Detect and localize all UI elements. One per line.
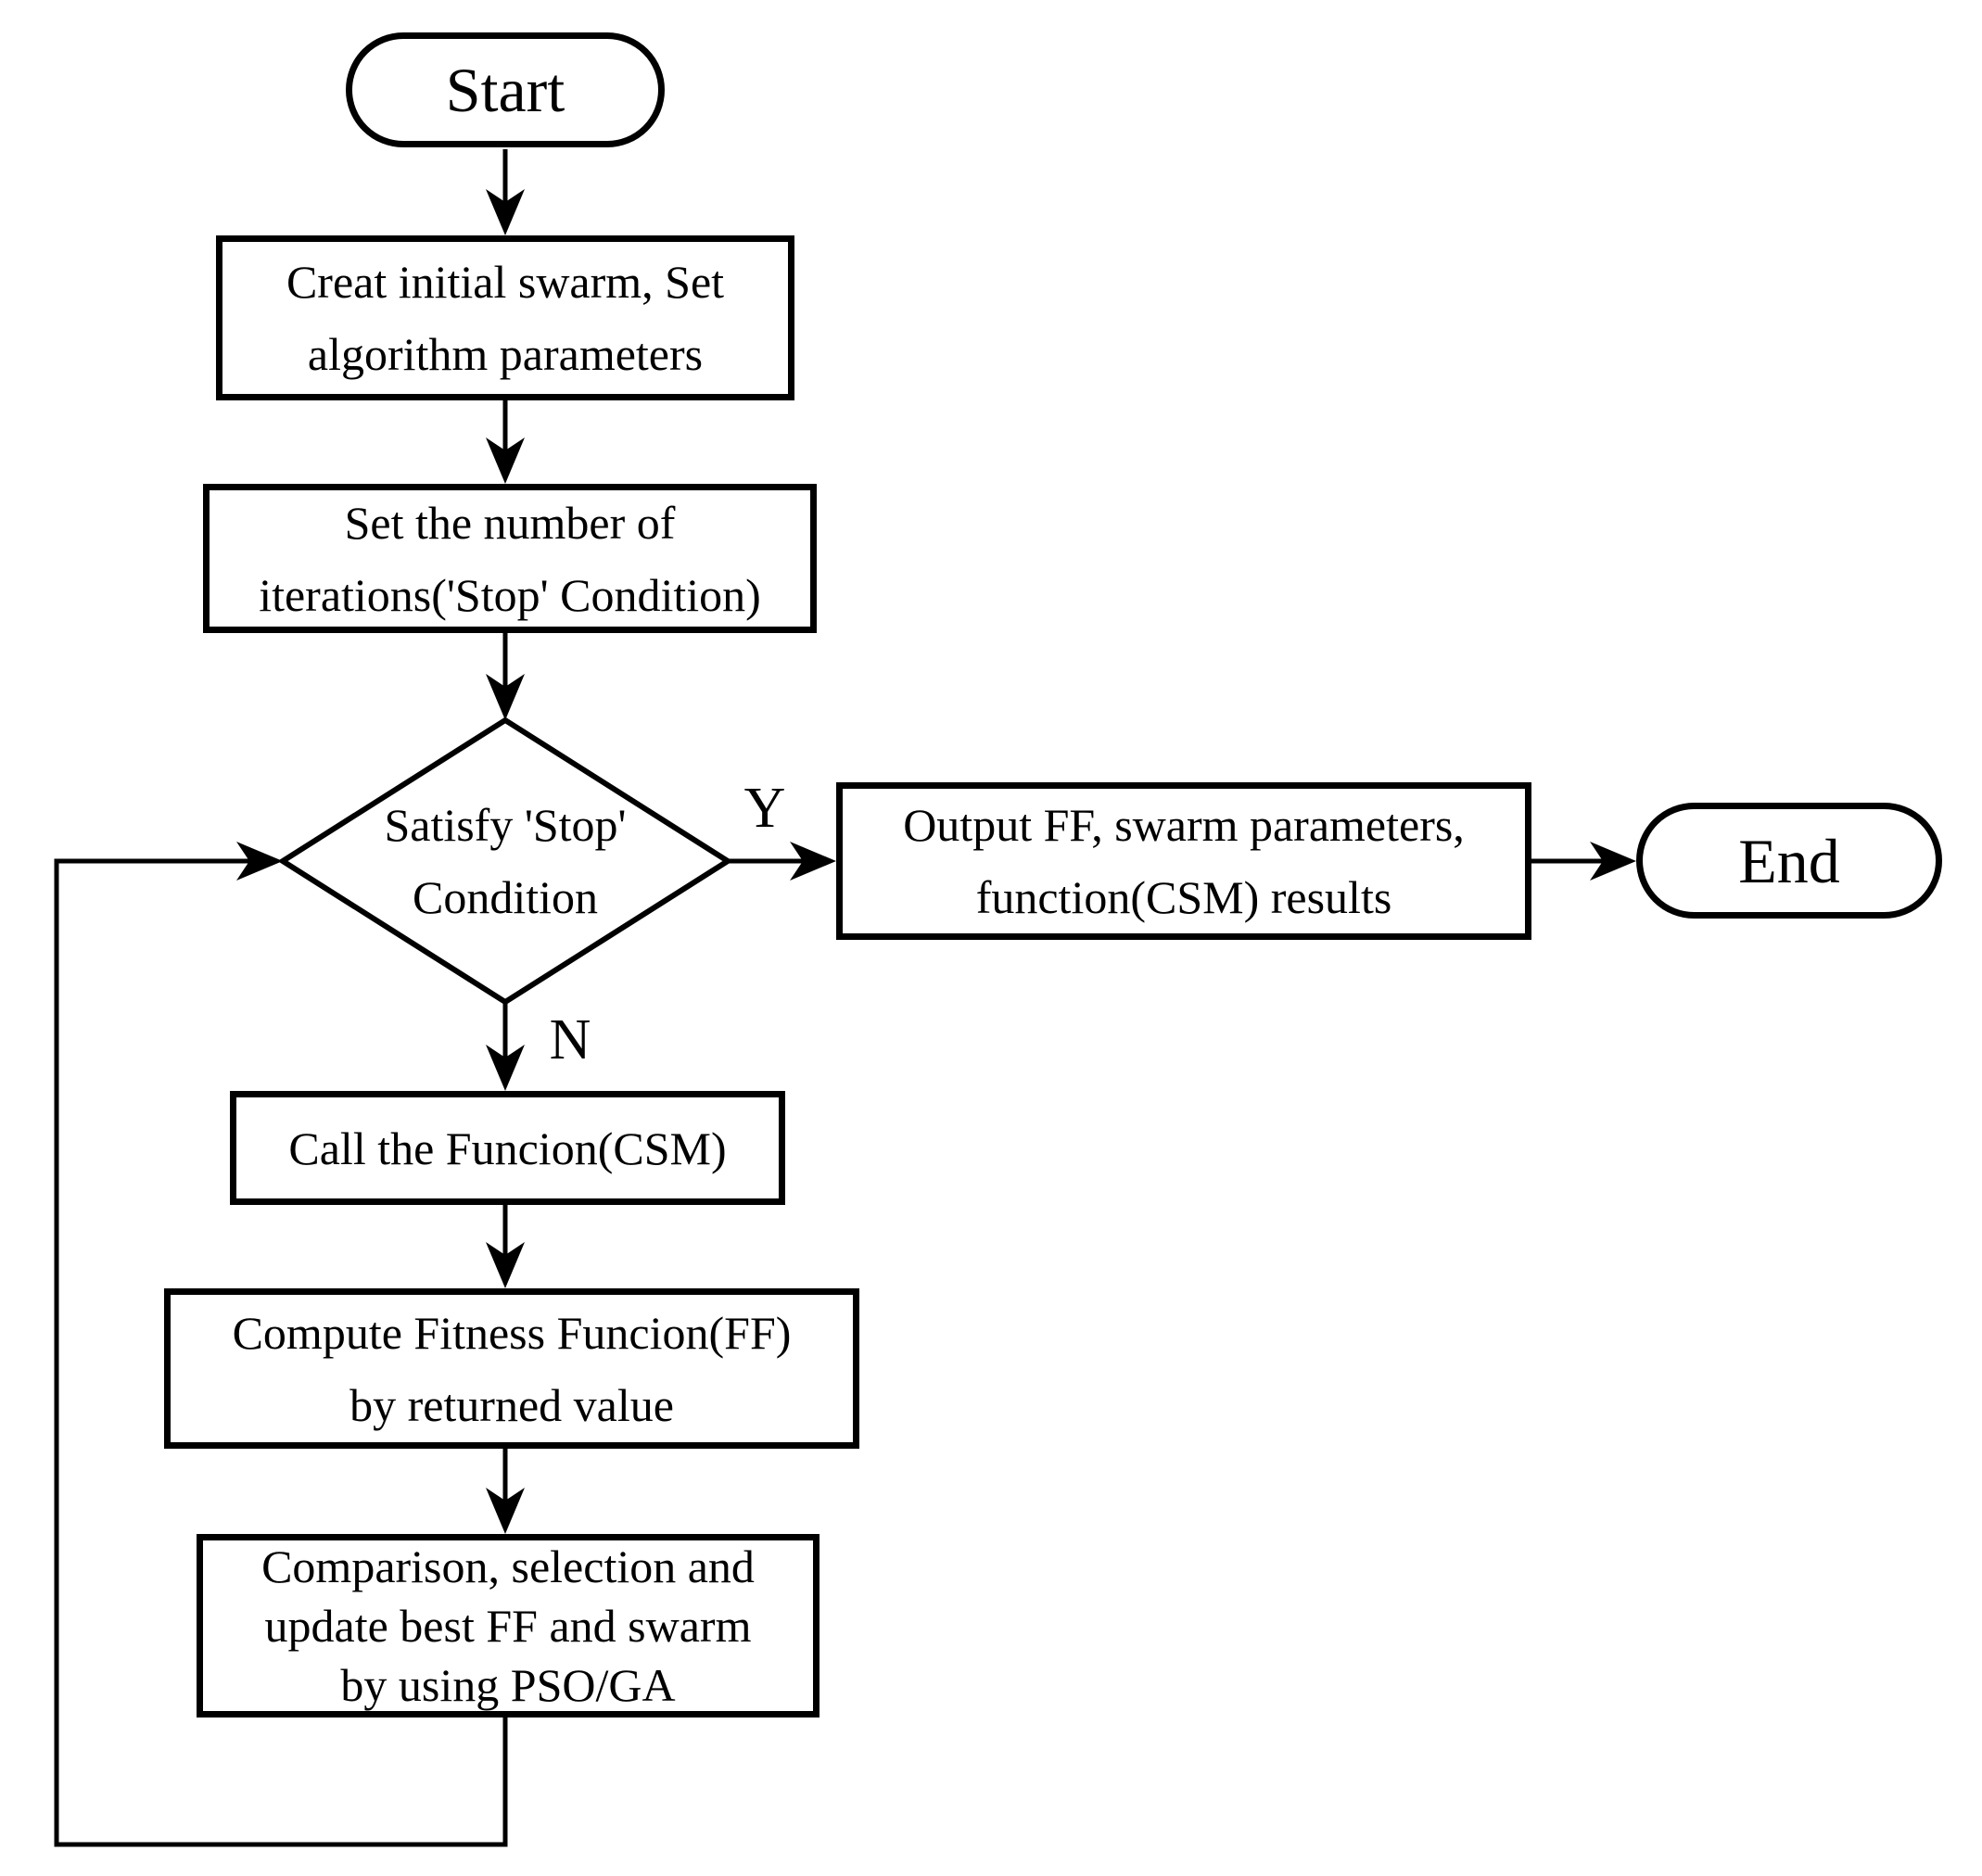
arrow-down-call [486, 1045, 525, 1091]
yes-branch-label: Y [743, 777, 786, 840]
create-swarm-line-1: Creat initial swarm, Set [286, 256, 725, 308]
set-iterations-line-2: iterations('Stop' Condition) [259, 568, 761, 621]
stop-condition-decision: Satisfy 'Stop' Condition [320, 789, 691, 933]
stop-condition-line-2: Condition [412, 871, 599, 923]
arrow-right-decision [236, 842, 283, 881]
output-results-line-2: function(CSM) results [975, 871, 1392, 923]
no-branch-label: N [549, 1008, 591, 1071]
start-label: Start [445, 55, 565, 125]
update-swarm-line-3: by using PSO/GA [340, 1659, 676, 1711]
compute-fitness-process-box: Compute Fitness Funcion(FF) by returned … [164, 1288, 859, 1449]
update-swarm-line-1: Comparison, selection and [261, 1540, 755, 1592]
arrow-down-create [486, 189, 525, 235]
stop-condition-line-1: Satisfy 'Stop' [384, 799, 627, 851]
call-function-process-box: Call the Funcion(CSM) [230, 1091, 785, 1205]
arrow-down-compute [486, 1242, 525, 1288]
call-function-line-1: Call the Funcion(CSM) [288, 1122, 727, 1174]
arrow-down-iter [486, 437, 525, 484]
set-iterations-process-box: Set the number of iterations('Stop' Cond… [203, 484, 817, 633]
arrow-down-decision [486, 674, 525, 720]
output-results-process-box: Output FF, swarm parameters, function(CS… [836, 782, 1531, 940]
update-swarm-line-2: update best FF and swarm [264, 1600, 752, 1652]
arrow-right-output [790, 842, 836, 881]
set-iterations-line-1: Set the number of [344, 496, 676, 549]
compute-fitness-line-1: Compute Fitness Funcion(FF) [232, 1306, 792, 1359]
create-swarm-process-box: Creat initial swarm, Set algorithm param… [216, 235, 794, 400]
connector-loop-back [54, 858, 508, 1847]
compute-fitness-line-2: by returned value [349, 1378, 674, 1431]
update-swarm-process-box: Comparison, selection and update best FF… [197, 1534, 819, 1718]
end-terminator: End [1636, 803, 1942, 919]
start-terminator: Start [346, 32, 665, 147]
arrow-right-end [1590, 842, 1636, 881]
end-label: End [1738, 825, 1840, 896]
output-results-line-1: Output FF, swarm parameters, [903, 799, 1465, 851]
arrow-down-update [486, 1488, 525, 1534]
create-swarm-line-2: algorithm parameters [307, 328, 704, 380]
